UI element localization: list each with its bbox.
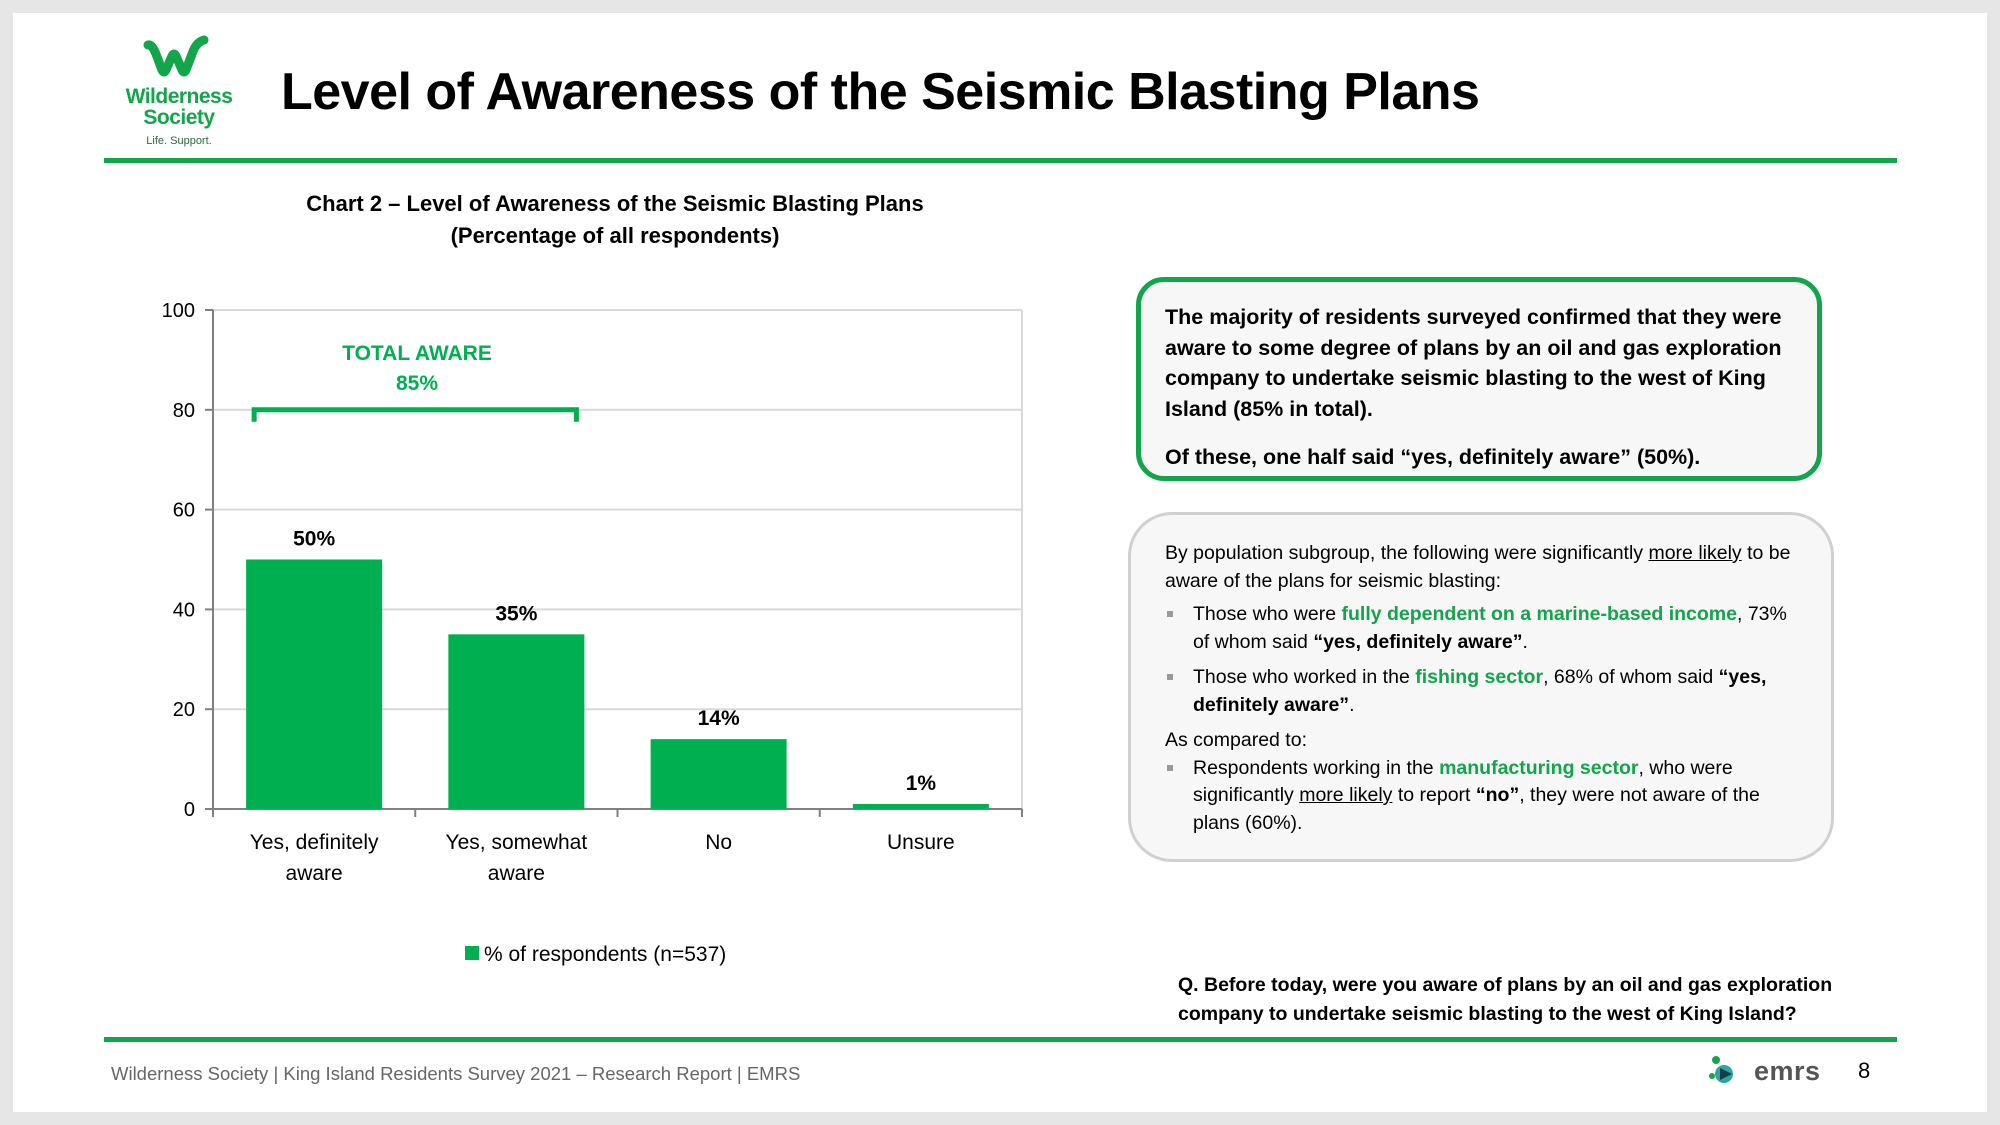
emrs-wordmark: emrs — [1754, 1056, 1821, 1086]
y-tick-label: 20 — [173, 699, 195, 721]
x-tick-label: aware — [488, 862, 545, 885]
x-tick-label: Yes, somewhat — [446, 831, 588, 854]
survey-question: Q. Before today, were you aware of plans… — [1178, 974, 1833, 1025]
legend-label: % of respondents (n=537) — [484, 943, 726, 966]
wilderness-society-logo: Wilderness Society Life. Support. — [104, 30, 254, 160]
logo-tagline: Life. Support. — [146, 135, 212, 147]
chart-subtitle: (Percentage of all respondents) — [450, 223, 780, 248]
legend-swatch — [465, 946, 479, 960]
footer-text: Wilderness Society | King Island Residen… — [111, 1063, 801, 1084]
y-tick-label: 100 — [162, 300, 195, 322]
list-item: Respondents working in the manufacturing… — [1165, 755, 1803, 838]
logo-name: Wilderness Society — [125, 85, 233, 129]
compared-label: As compared to: — [1165, 729, 1307, 751]
data-label: 14% — [698, 707, 740, 730]
data-label: 1% — [906, 772, 937, 795]
subgroup-intro: By population subgroup, the following we… — [1165, 542, 1791, 592]
annotation-label: TOTAL AWARE — [342, 342, 492, 365]
x-tick-label: aware — [286, 862, 343, 885]
subgroup-callout: By population subgroup, the following we… — [1128, 512, 1834, 862]
chart-title: Chart 2 – Level of Awareness of the Seis… — [306, 191, 924, 216]
x-tick-label: No — [705, 831, 732, 854]
page-title: Level of Awareness of the Seismic Blasti… — [281, 63, 1480, 121]
annotation-value: 85% — [396, 372, 438, 395]
chart-title-block: Chart 2 – Level of Awareness of the Seis… — [200, 188, 1030, 252]
y-tick-label: 0 — [184, 799, 195, 821]
bar — [852, 804, 989, 809]
emrs-logo-icon — [1709, 1056, 1733, 1083]
footer-rule — [104, 1037, 1897, 1042]
w-logo-icon — [143, 35, 209, 77]
header-rule — [104, 158, 1897, 163]
bar — [448, 634, 585, 809]
page-number: 8 — [1858, 1058, 1871, 1083]
bar — [246, 559, 383, 809]
x-tick-label: Unsure — [887, 831, 955, 854]
subgroup-list: Those who were fully dependent on a mari… — [1165, 601, 1803, 719]
total-aware-bracket — [251, 407, 579, 422]
bar — [650, 739, 787, 809]
list-item: Those who were fully dependent on a mari… — [1165, 601, 1803, 656]
x-tick-label: Yes, definitely — [250, 831, 379, 854]
key-finding-paragraph-2: Of these, one half said “yes, definitely… — [1165, 445, 1701, 469]
data-label: 50% — [293, 528, 335, 551]
y-tick-label: 80 — [173, 400, 195, 422]
list-item: Those who worked in the fishing sector, … — [1165, 664, 1803, 719]
key-finding-paragraph-1: The majority of residents surveyed confi… — [1165, 305, 1782, 421]
key-finding-callout: The majority of residents surveyed confi… — [1136, 277, 1822, 481]
data-label: 35% — [495, 602, 537, 625]
comparison-list: Respondents working in the manufacturing… — [1165, 755, 1803, 838]
y-tick-label: 40 — [173, 599, 195, 621]
y-tick-label: 60 — [173, 500, 195, 522]
